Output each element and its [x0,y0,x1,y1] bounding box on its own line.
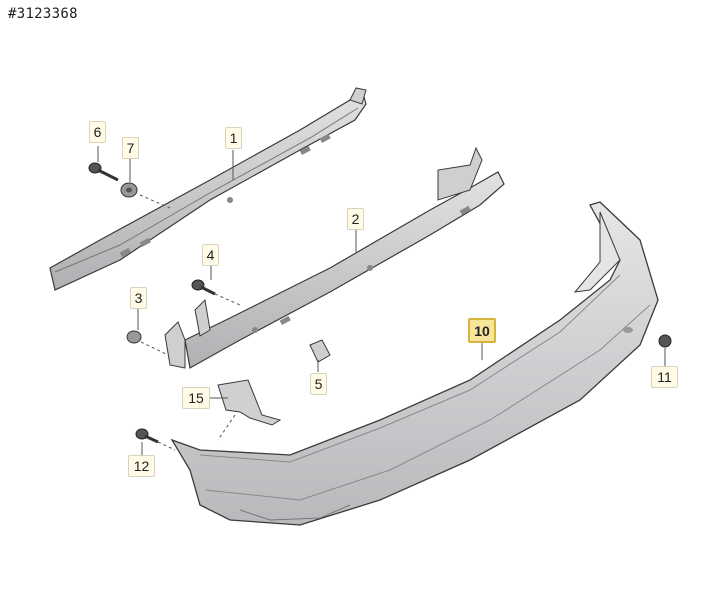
callout-12[interactable]: 12 [128,455,155,477]
callout-7[interactable]: 7 [122,137,139,159]
bolt-part-4[interactable] [191,279,216,296]
washer-nut-part-7[interactable] [120,182,138,198]
nut-part-3[interactable] [126,330,142,344]
callout-10[interactable]: 10 [468,318,496,343]
callout-4[interactable]: 4 [202,244,219,266]
callout-3[interactable]: 3 [130,287,147,309]
callout-5[interactable]: 5 [310,373,327,395]
bumper-cover[interactable] [170,201,659,526]
leader-lines [97,146,666,455]
screw-part-12[interactable] [135,428,159,444]
bolt-part-6[interactable] [88,162,119,182]
cap-part-11[interactable] [658,334,672,348]
lower-carrier-beam[interactable] [164,146,505,369]
callout-11[interactable]: 11 [651,366,678,388]
diagram-number: #3123368 [8,6,78,22]
bracket-part-15[interactable] [217,379,282,426]
callout-6[interactable]: 6 [89,121,106,143]
upper-reinforcement-beam[interactable] [49,87,367,291]
clip-part-5[interactable] [309,339,331,363]
callout-1[interactable]: 1 [225,127,242,149]
callout-15[interactable]: 15 [182,387,210,409]
callout-2[interactable]: 2 [347,208,364,230]
